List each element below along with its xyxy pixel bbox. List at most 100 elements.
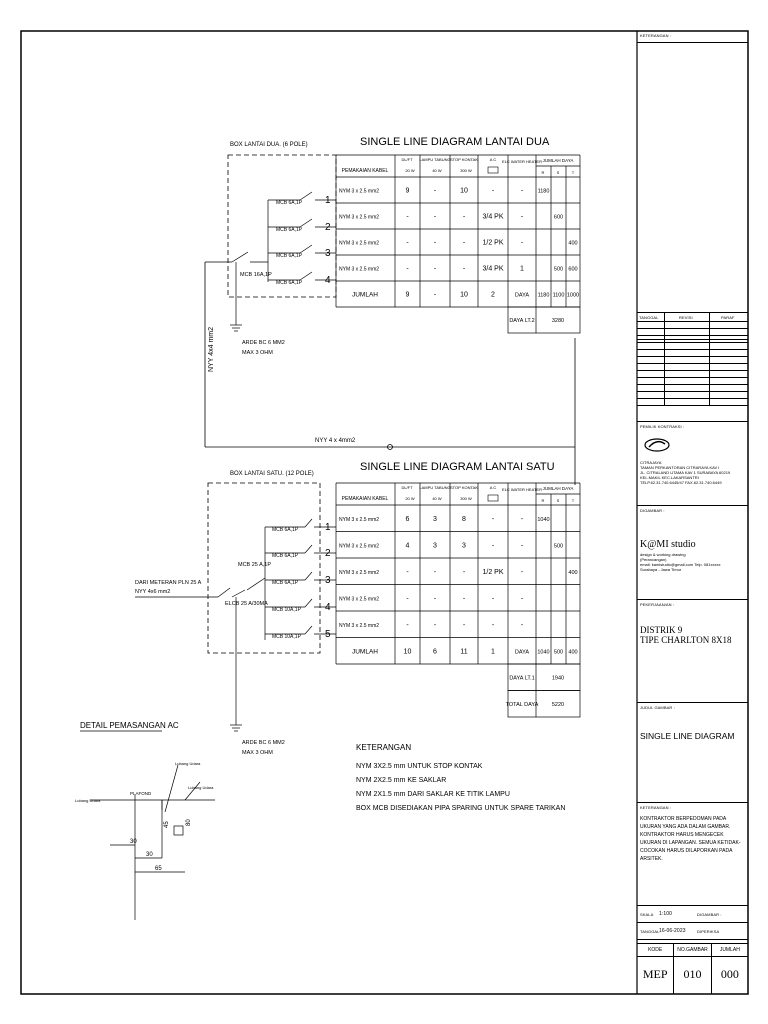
rev-row bbox=[637, 343, 748, 350]
rev-row bbox=[637, 399, 748, 406]
col-header: JUMLAH DAYA bbox=[543, 486, 574, 491]
col-header: R bbox=[542, 170, 545, 175]
value-cell: 8 bbox=[462, 516, 466, 523]
tb-revision-table: TANGGAL REVISI PARAF bbox=[637, 312, 748, 422]
owner-line: TAMAN PERKANTORAN CITRARAYA KAV I bbox=[640, 465, 720, 470]
col-header: DL/FT bbox=[401, 485, 413, 490]
ac-unit-icon bbox=[487, 494, 499, 502]
upper-circuit-number: 1 bbox=[325, 195, 331, 206]
studio-name: K@MI studio bbox=[640, 539, 696, 550]
value-cell: - bbox=[406, 622, 409, 629]
lower-ground-label: ARDE BC 6 MM2 bbox=[242, 740, 285, 746]
sum-cell: JUMLAH bbox=[352, 292, 378, 299]
ac-detail-label: Lubang Udara bbox=[75, 798, 101, 803]
upper-breaker: MCB 6A,1P bbox=[276, 227, 303, 233]
ac-detail-label: Lubang Udara bbox=[175, 761, 201, 766]
value-cell: - bbox=[492, 542, 495, 549]
col-header: 40 W bbox=[432, 168, 442, 173]
ac-detail-dim: 30 bbox=[146, 852, 153, 858]
tb-designer: DIGAMBAR : K@MI studio design & working … bbox=[637, 506, 748, 600]
ac-detail-dim: 65 bbox=[155, 866, 162, 872]
value-cell: 1/2 PK bbox=[482, 569, 503, 576]
owner-line: CITRAJAYA bbox=[640, 460, 662, 465]
rev-row bbox=[637, 385, 748, 392]
rev-row bbox=[637, 336, 748, 343]
tb-bottom-headers: KODE NO.GAMBAR JUMLAH bbox=[637, 943, 748, 957]
floor-total-label: DAYA LT.2 bbox=[509, 318, 534, 324]
sum-cell: 400 bbox=[568, 649, 577, 655]
upper-diagram: SINGLE LINE DIAGRAM LANTAI DUA BOX LANTA… bbox=[204, 136, 581, 447]
rev-header: PARAF bbox=[721, 315, 735, 320]
incoming-label: DARI METERAN PLN 25 A bbox=[135, 580, 202, 586]
value-cell: - bbox=[521, 569, 524, 576]
value-cell: - bbox=[434, 214, 437, 221]
drawing-title: SINGLE LINE DIAGRAM bbox=[640, 731, 735, 741]
sum-cell: DAYA bbox=[515, 293, 529, 299]
tb-project: PEKERJAAN/AN : DISTRIK 9 TIPE CHARLTON 8… bbox=[637, 600, 748, 703]
value-cell: - bbox=[492, 516, 495, 523]
value-cell: - bbox=[406, 266, 409, 273]
upper-breaker: MCB 6A,1P bbox=[276, 280, 303, 286]
value-cell: - bbox=[434, 622, 437, 629]
tb-note-text: KONTRAKTOR BERPEDOMAN PADA UKURAN YANG A… bbox=[640, 816, 741, 862]
upper-circuit-number: 2 bbox=[325, 222, 331, 233]
sum-cell: 1000 bbox=[567, 293, 579, 299]
value-cell: 3 bbox=[433, 542, 437, 549]
value-cell: - bbox=[434, 569, 437, 576]
value-cell: - bbox=[521, 188, 524, 195]
upper-ground-label: MAX 3 OHM bbox=[242, 350, 273, 356]
value-cell: - bbox=[521, 542, 524, 549]
lower-circuit-number: 4 bbox=[325, 602, 331, 613]
col-header: T bbox=[572, 498, 575, 503]
tb-keterangan-top: KETERANGAN : bbox=[637, 31, 748, 43]
value-cell: 4 bbox=[406, 542, 410, 549]
tb-date-row: TANGGAL 16-06-2023 DIPERIKSA bbox=[637, 923, 748, 940]
owner-line: KEL.MAKIL KEC.LAKARSANTRI bbox=[640, 475, 699, 480]
value-cell: - bbox=[492, 622, 495, 629]
studio-line: design & working drawing bbox=[640, 552, 686, 557]
owner-line: JL. CITRALAND UTAMA KAV 1 SURABAYA 60219 bbox=[640, 470, 731, 475]
value-cell: - bbox=[521, 516, 524, 523]
sum-cell: 2 bbox=[491, 292, 495, 299]
value-cell: - bbox=[434, 595, 437, 602]
rev-row bbox=[637, 350, 748, 357]
link-cable-label: NYY 4 x 4mm2 bbox=[315, 438, 356, 444]
drawn-label: DIGAMBAR : bbox=[697, 912, 722, 917]
value-cell: - bbox=[406, 240, 409, 247]
tb-bottom-value: 000 bbox=[720, 967, 739, 981]
tb-label: JUDUL GAMBAR : bbox=[640, 705, 675, 710]
notes-line: NYM 3X2.5 mm UNTUK STOP KONTAK bbox=[356, 763, 483, 770]
value-cell: 1180 bbox=[538, 189, 550, 195]
col-header: STOP KONTAK bbox=[450, 157, 478, 162]
value-cell: - bbox=[521, 240, 524, 247]
col-header: 300 W bbox=[460, 496, 472, 501]
date-value: 16-06-2023 bbox=[659, 928, 686, 934]
value-cell: - bbox=[463, 214, 466, 221]
value-cell: 3/4 PK bbox=[482, 214, 503, 221]
cable-cell: NYM 3 x 2.5 mm2 bbox=[339, 623, 379, 629]
sum-cell: JUMLAH bbox=[352, 648, 378, 655]
citraland-logo-icon bbox=[644, 438, 670, 452]
lower-circuit-number: 1 bbox=[325, 522, 331, 533]
cable-cell: NYM 3 x 2.5 mm2 bbox=[339, 517, 379, 523]
sum-cell: 1 bbox=[491, 648, 495, 655]
floor-total-value: 1940 bbox=[552, 675, 564, 681]
upper-circuit-number: 4 bbox=[325, 275, 331, 286]
value-cell: 400 bbox=[568, 570, 577, 576]
studio-line: (Perancangan) bbox=[640, 557, 667, 562]
notes-line: NYM 2X2.5 mm KE SAKLAR bbox=[356, 777, 446, 784]
checked-label: DIPERIKSA bbox=[697, 929, 720, 934]
tb-label: KETERANGAN : bbox=[640, 33, 671, 38]
value-cell: 500 bbox=[554, 543, 563, 549]
value-cell: - bbox=[406, 595, 409, 602]
value-cell: - bbox=[463, 266, 466, 273]
ac-detail-label: Lubang Udara bbox=[188, 785, 214, 790]
lower-elcb: ELCB 25 A/30MA bbox=[225, 601, 268, 607]
ac-detail-dim: 45 bbox=[164, 821, 170, 828]
col-header: S bbox=[557, 170, 560, 175]
col-header: DL/FT bbox=[401, 157, 413, 162]
lower-title: SINGLE LINE DIAGRAM LANTAI SATU bbox=[360, 461, 555, 473]
cable-cell: NYM 3 x 2.5 mm2 bbox=[339, 267, 379, 273]
owner-line: TELP.62.31.740.6445/47 FAX.62.31.740.644… bbox=[640, 480, 722, 485]
